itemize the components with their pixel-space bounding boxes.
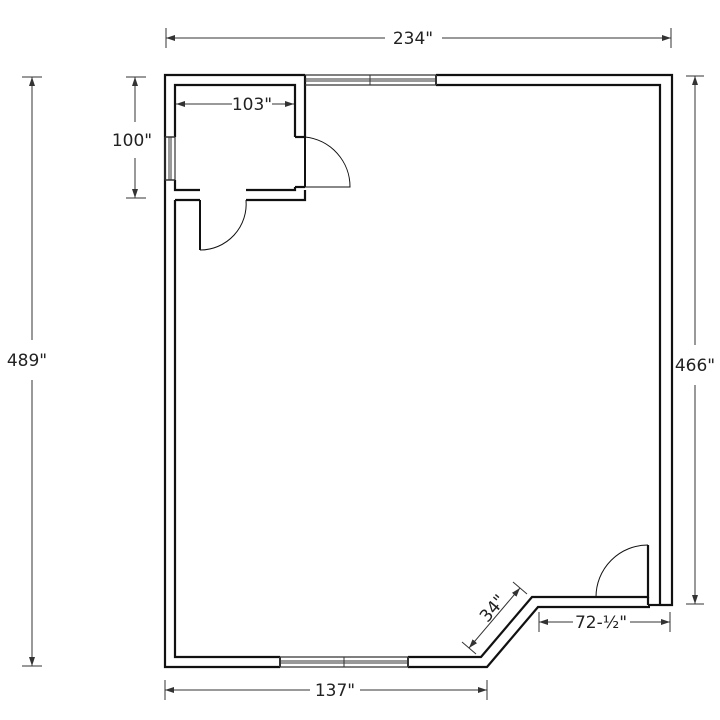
closet-bottom-wall-outer-right xyxy=(246,190,307,202)
top-window xyxy=(305,74,437,86)
dimension-labels: 234" 489" 466" 137" 103" 100" 34" 72-½" xyxy=(7,29,715,701)
closet-door[interactable] xyxy=(304,136,351,188)
dim-overall-height-label: 489" xyxy=(7,351,47,371)
inner-wall-left-bottom xyxy=(173,200,280,659)
entry-door[interactable] xyxy=(595,544,649,598)
dimension-lines xyxy=(22,28,704,700)
inner-wall-right xyxy=(436,83,662,605)
closet-left-lower xyxy=(173,180,200,192)
dim-angled-wall-label: 34" xyxy=(476,591,510,626)
inner-wall-bottom-right xyxy=(408,545,650,659)
closet-inner-door[interactable] xyxy=(199,199,247,251)
dim-closet-height-label: 100" xyxy=(112,131,152,151)
dim-bottom-wall-label: 137" xyxy=(315,681,355,701)
dim-notch-width-label: 72-½" xyxy=(575,613,627,633)
outer-wall-outline xyxy=(163,73,305,669)
closet-window xyxy=(164,136,176,181)
outer-wall-right xyxy=(436,73,674,607)
dim-right-wall-label: 466" xyxy=(675,356,715,376)
dim-angled-wall xyxy=(468,587,521,649)
closet-inner-outline xyxy=(173,83,297,137)
closet-bottom-wall xyxy=(246,187,297,192)
dim-closet-width-label: 103" xyxy=(232,95,272,115)
doors xyxy=(199,136,649,598)
windows xyxy=(164,74,437,668)
dim-overall-width-label: 234" xyxy=(393,29,433,49)
walls xyxy=(163,73,674,669)
bottom-window xyxy=(279,656,409,668)
closet-walls xyxy=(173,75,307,202)
